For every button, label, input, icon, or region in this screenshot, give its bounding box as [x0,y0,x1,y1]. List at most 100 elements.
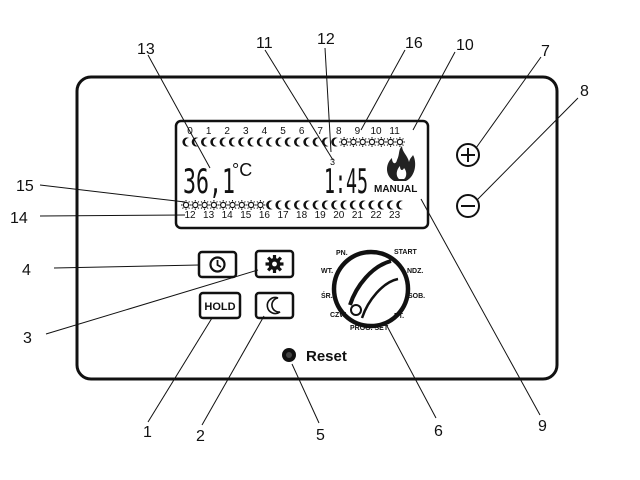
sun-icon [208,200,219,210]
hour-label: 15 [240,210,252,221]
moon-icon [359,200,366,210]
hour-label: 19 [315,210,327,221]
dial-label: PROG. SET [350,325,389,332]
moon-icon [312,200,320,210]
clock-button[interactable] [197,250,238,279]
moon-icon [266,296,281,315]
sun-icon [218,200,229,210]
callout-11: 11 [256,35,273,52]
moon-icon [331,200,338,210]
hour-label: 6 [299,126,305,137]
minus-button[interactable] [456,194,480,218]
moon-icon [396,200,403,210]
sun-icon [227,200,238,210]
leader-lines [39,47,579,426]
callout-16: 16 [405,35,423,52]
callout-numbers: 13 11 12 16 10 7 8 15 14 4 3 1 2 5 6 9 [10,31,589,445]
moon-icon [275,137,282,147]
callout-15: 15 [16,178,34,195]
moon-icon [377,200,385,210]
moon-icon [312,137,320,147]
sun-icon [367,137,377,147]
moon-icon [256,137,264,147]
callout-12: 12 [317,31,335,48]
hour-label: 10 [370,126,382,137]
top-period-icons [182,137,405,147]
callout-1: 1 [143,424,152,441]
dial-label: PN. [336,250,348,257]
dial-label: START [394,249,418,256]
hour-label: 13 [203,210,215,221]
hour-label: 12 [184,210,196,221]
moon-icon [210,137,217,147]
sun-icon [236,200,247,210]
sun-icon [246,200,257,210]
hold-button[interactable]: HOLD [198,291,242,320]
hour-label: 5 [280,126,286,137]
dial-label: SOB. [408,293,425,300]
moon-icon [349,200,357,210]
hour-label: 8 [336,126,342,137]
reset-label: Reset [306,348,347,365]
hour-label: 18 [296,210,308,221]
settings-button[interactable] [254,249,295,279]
sun-icon [357,137,368,147]
moon-icon [340,200,348,210]
time-readout: 1:45 [324,162,368,202]
moon-icon [191,137,199,147]
moon-icon [219,137,227,147]
lcd-screen [174,119,430,230]
temperature-unit: °C [232,160,252,180]
moon-icon [228,137,236,147]
dial-label: WT. [321,268,333,275]
callout-13: 13 [137,41,155,58]
mode-label: MANUAL [374,184,417,195]
moon-icon [284,137,292,147]
callout-5: 5 [316,427,325,444]
dial-label: CZW. [330,312,348,319]
callout-2: 2 [196,428,205,445]
hold-label: HOLD [204,301,235,313]
sun-icon [394,137,405,147]
hour-label: 23 [389,210,401,221]
hour-label: 16 [259,210,271,221]
moon-icon [266,137,273,147]
moon-icon [303,137,310,147]
hour-label: 2 [224,126,230,137]
callout-3: 3 [23,330,32,347]
temperature-readout: 36,1 [183,162,235,202]
flame-icon [387,146,416,181]
sun-icon [376,137,387,147]
moon-icon [182,137,189,147]
callout-14: 14 [10,210,28,227]
hour-label: 20 [333,210,345,221]
sun-icon [339,137,350,147]
callout-6: 6 [434,423,443,440]
moon-icon [387,200,394,210]
callout-7: 7 [541,43,550,60]
moon-icon [247,137,255,147]
hour-label: 7 [317,126,323,137]
moon-icon [321,200,329,210]
moon-icon [294,200,301,210]
night-button[interactable] [254,291,295,320]
clock-icon [209,256,226,273]
moon-icon [303,200,310,210]
moon-icon [275,200,282,210]
hour-label: 4 [262,126,268,137]
bottom-period-icons [181,200,403,210]
moon-icon [284,200,292,210]
gear-icon [265,255,284,273]
plus-button[interactable] [456,143,480,167]
callout-9: 9 [538,418,547,435]
reset-button[interactable] [282,348,296,362]
moon-icon [201,137,208,147]
hour-label: 14 [222,210,234,221]
moon-icon [266,200,273,210]
hour-label: 21 [352,210,364,221]
program-dial[interactable] [331,249,411,329]
moon-icon [238,137,245,147]
moon-icon [294,137,301,147]
